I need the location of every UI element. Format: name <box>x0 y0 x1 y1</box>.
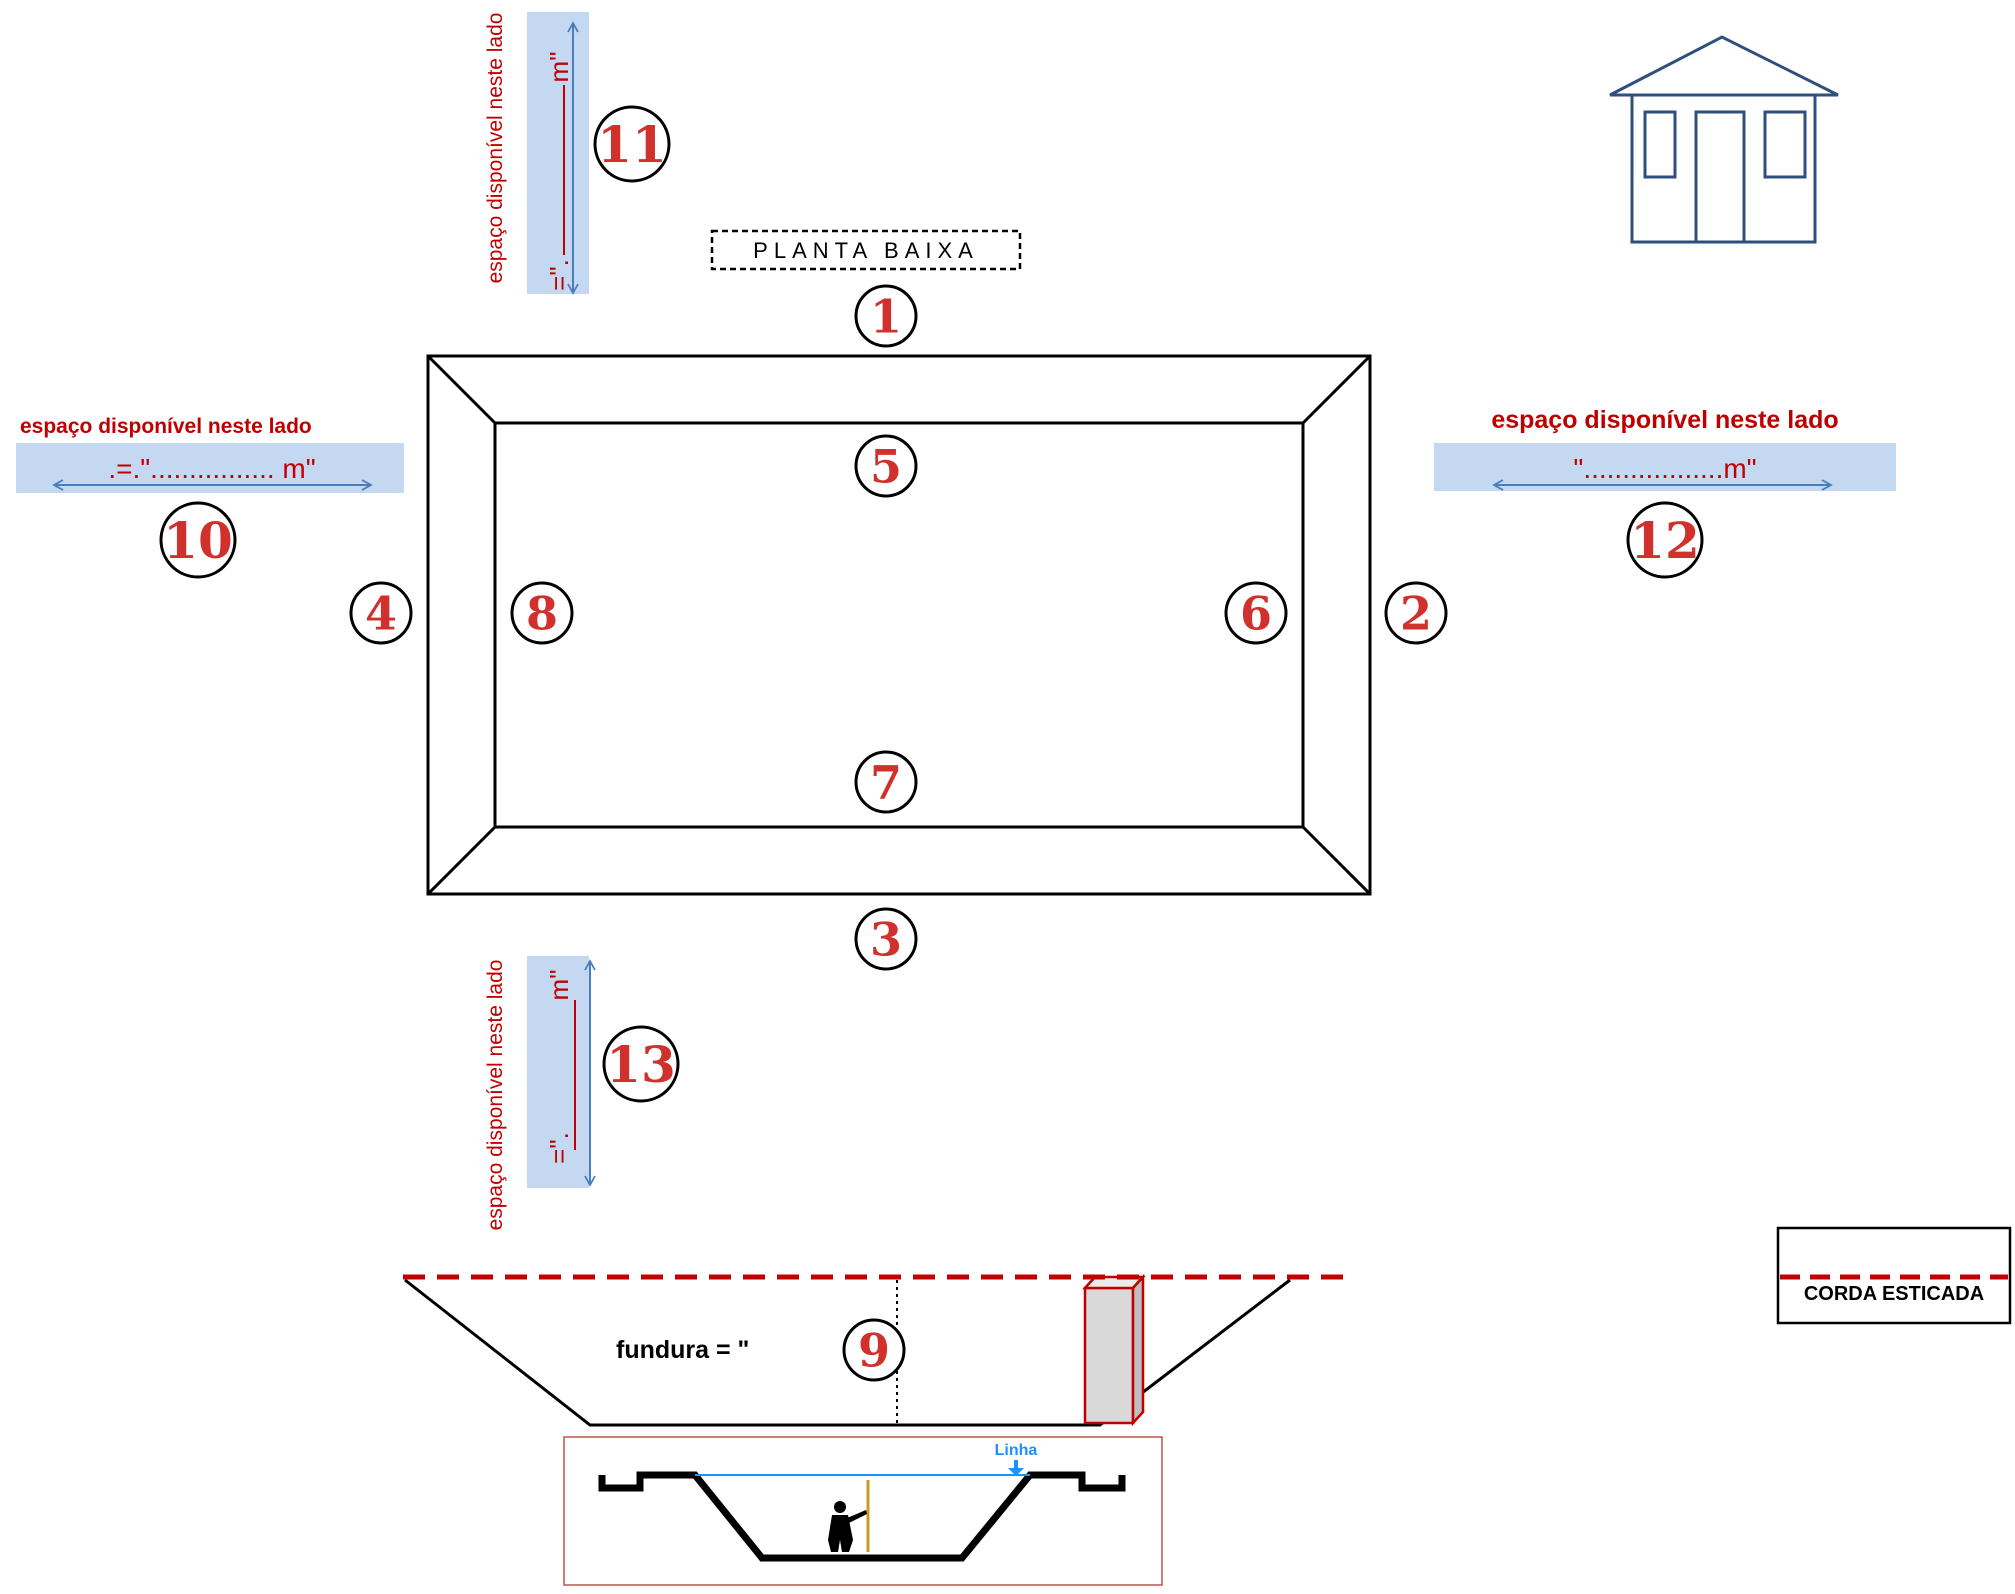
marker-label: 12 <box>1630 511 1700 570</box>
marker-label: 2 <box>1400 587 1432 641</box>
space-band-side-13: espaço disponível neste lado m" =". <box>484 956 596 1231</box>
marker-13: 13 <box>602 1025 680 1103</box>
marker-4: 4 <box>349 581 413 645</box>
marker-label: 3 <box>870 913 902 967</box>
marker-label: 13 <box>606 1035 676 1094</box>
plan-title: PLANTA BAIXA <box>753 238 979 263</box>
marker-circle <box>349 581 413 645</box>
space-label-13: espaço disponível neste lado <box>484 960 507 1231</box>
marker-label: 11 <box>597 115 667 174</box>
depth-label: fundura = " <box>616 1336 749 1364</box>
space-band-side-11: espaço disponível neste lado m" =". <box>484 12 589 295</box>
marker-5: 5 <box>854 434 918 498</box>
marker-label: 1 <box>870 290 902 344</box>
inset-illustration: Linha <box>563 1436 1163 1586</box>
marker-circle <box>510 581 574 645</box>
pool-floor-plan <box>426 354 1372 896</box>
marker-circle <box>159 501 237 579</box>
depth-post <box>1082 1273 1146 1427</box>
marker-circle <box>842 1318 906 1382</box>
marker-1: 1 <box>854 284 918 348</box>
space-band-side-12: espaço disponível neste lado "..........… <box>1434 406 1896 491</box>
side-13-value-bottom: =". <box>544 1132 574 1164</box>
legend-label: CORDA ESTICADA <box>1804 1283 1984 1305</box>
marker-label: 4 <box>365 587 397 641</box>
marker-12: 12 <box>1626 501 1704 579</box>
legend-box: CORDA ESTICADA <box>1776 1226 2012 1325</box>
marker-label: 7 <box>870 756 902 810</box>
marker-9: 9 <box>842 1318 906 1382</box>
pool-cross-section: fundura = " <box>403 1273 1352 1427</box>
side-11-value-top: m" <box>544 52 574 83</box>
marker-label: 10 <box>163 511 233 570</box>
plan-title-box: PLANTA BAIXA <box>710 229 1022 271</box>
space-band-side-10: espaço disponível neste lado .=.".......… <box>16 415 404 493</box>
marker-label: 5 <box>870 440 902 494</box>
space-label-11: espaço disponível neste lado <box>484 13 507 284</box>
marker-circle <box>602 1025 680 1103</box>
marker-6: 6 <box>1224 581 1288 645</box>
marker-label: 6 <box>1240 587 1272 641</box>
marker-circle <box>854 907 918 971</box>
marker-circle <box>1384 581 1448 645</box>
side-13-value-top: m" <box>544 970 574 1001</box>
person-measuring-icon <box>828 1501 867 1552</box>
house-icon <box>1609 35 1839 244</box>
marker-circle <box>854 284 918 348</box>
marker-3: 3 <box>854 907 918 971</box>
marker-circle <box>593 105 671 183</box>
marker-circle <box>854 434 918 498</box>
marker-label: 8 <box>526 587 558 641</box>
side-11-value-bottom: =". <box>544 259 574 291</box>
marker-8: 8 <box>510 581 574 645</box>
side-12-value: "..................m" <box>1573 453 1756 484</box>
marker-circle <box>1626 501 1704 579</box>
marker-2: 2 <box>1384 581 1448 645</box>
marker-10: 10 <box>159 501 237 579</box>
marker-circle <box>854 750 918 814</box>
side-10-value: .=."................ m" <box>108 453 315 484</box>
marker-11: 11 <box>593 105 671 183</box>
space-label-10: espaço disponível neste lado <box>20 415 312 438</box>
marker-7: 7 <box>854 750 918 814</box>
marker-label: 9 <box>858 1324 890 1378</box>
inset-line-label: Linha <box>995 1442 1038 1459</box>
marker-circle <box>1224 581 1288 645</box>
space-label-12: espaço disponível neste lado <box>1491 406 1838 434</box>
